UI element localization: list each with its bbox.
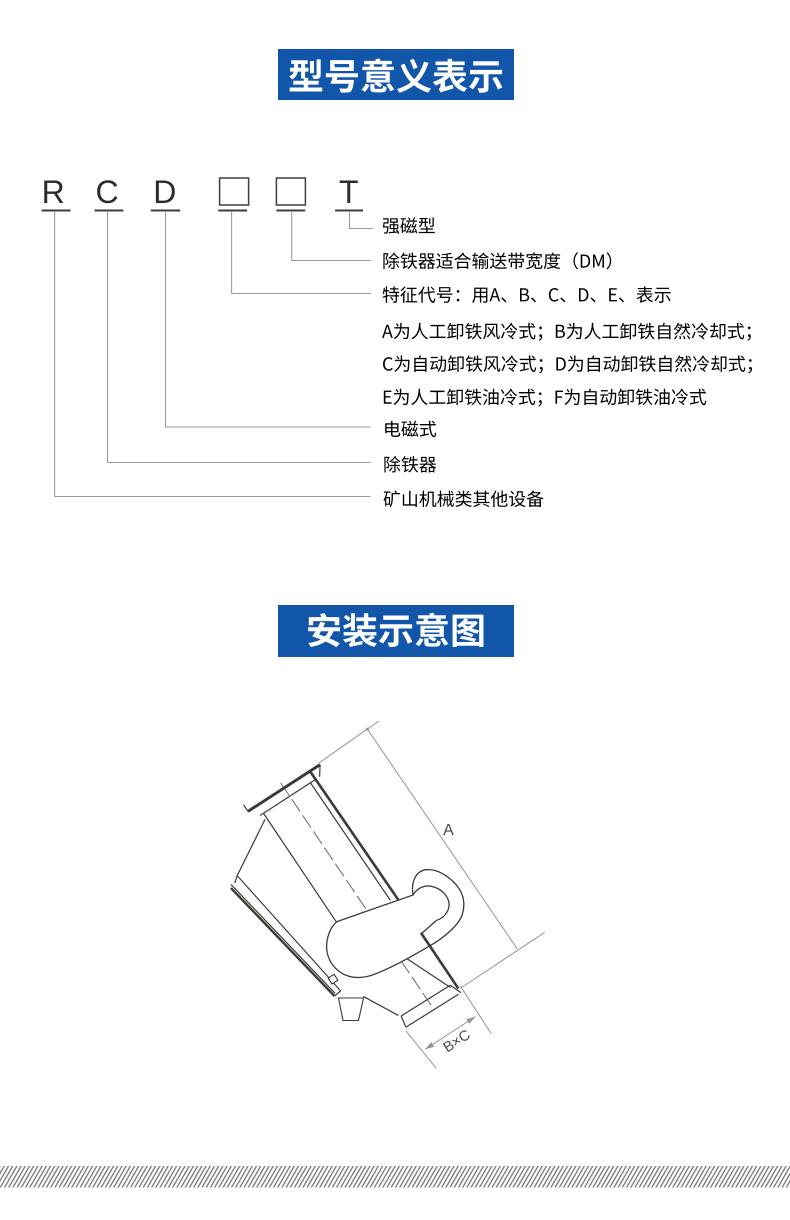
svg-text:B×C: B×C <box>441 1027 474 1056</box>
svg-text:A: A <box>443 822 454 839</box>
svg-text:C: C <box>95 174 118 210</box>
svg-text:D: D <box>153 174 176 210</box>
svg-text:T: T <box>339 174 359 210</box>
svg-text:R: R <box>42 174 65 210</box>
